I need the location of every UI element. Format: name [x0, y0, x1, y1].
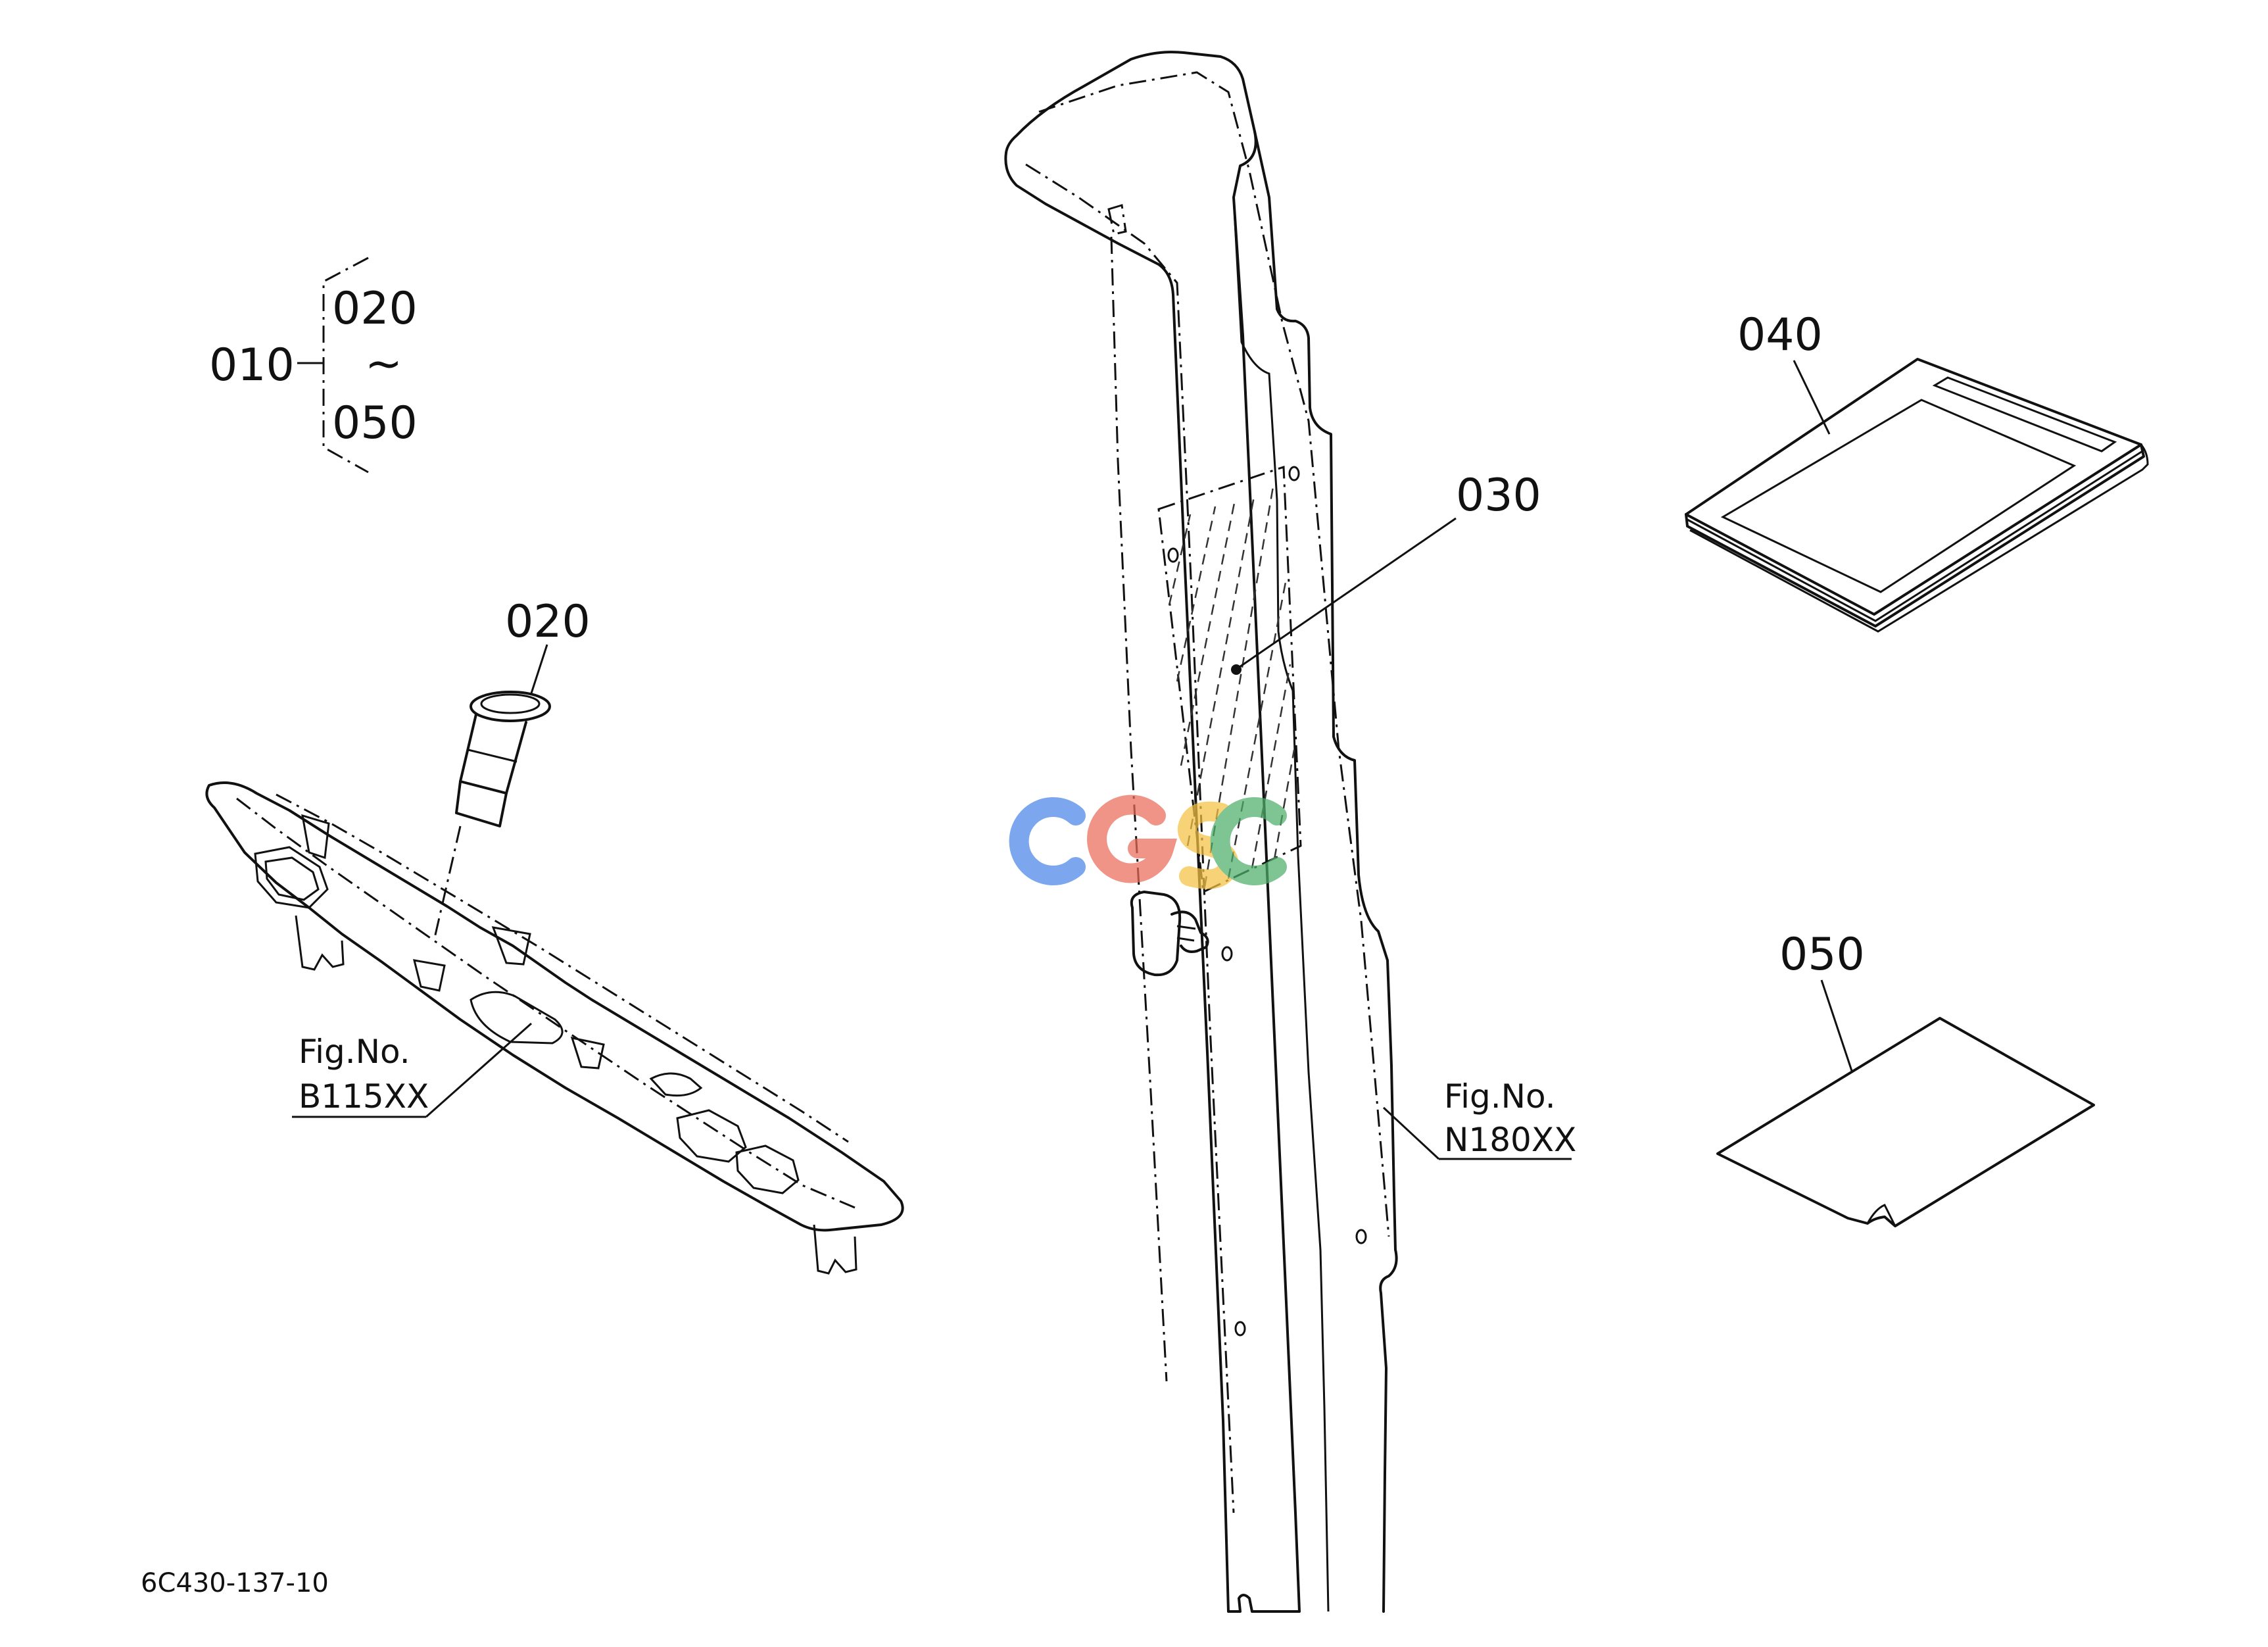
pillar-outline [1004, 51, 1301, 1613]
fig-ref-left-number: B115XX [299, 1077, 429, 1116]
callout-020-label: 020 [505, 596, 591, 648]
fig-ref-left-label: Fig.No. [299, 1033, 410, 1071]
callout-040-label: 040 [1737, 309, 1823, 361]
assembly-bracket: 010 020 ~ 050 [209, 257, 418, 474]
assembly-range-start: 020 [332, 283, 418, 335]
cgsc-watermark-logo [1009, 795, 1287, 889]
decal-030-area [1157, 465, 1302, 894]
fig-ref-right-label: Fig.No. [1444, 1077, 1556, 1116]
left-panel-assembly: 020 Fig.No. B115XX [205, 596, 904, 1275]
callout-030-dot [1231, 664, 1242, 675]
pillar-assembly: 030 Fig.No. N180XX [1004, 51, 1576, 1613]
sheet-outline [1716, 1017, 2095, 1227]
fig-ref-right-number: N180XX [1444, 1121, 1576, 1159]
switch-part [455, 691, 551, 827]
assembly-range-end: 050 [332, 397, 418, 449]
manual-cover [1685, 358, 2142, 616]
callout-030-label: 030 [1456, 470, 1541, 522]
assembly-range-separator: ~ [365, 338, 402, 390]
console-panel-outline [205, 781, 904, 1232]
callout-050-label: 050 [1779, 929, 1865, 981]
sheet-050: 050 [1716, 929, 2095, 1227]
pillar-knob [1130, 891, 1209, 977]
manual-040: 040 [1685, 309, 2149, 633]
drawing-code: 6C430-137-10 [141, 1568, 329, 1598]
assembly-parent-number: 010 [209, 339, 295, 391]
